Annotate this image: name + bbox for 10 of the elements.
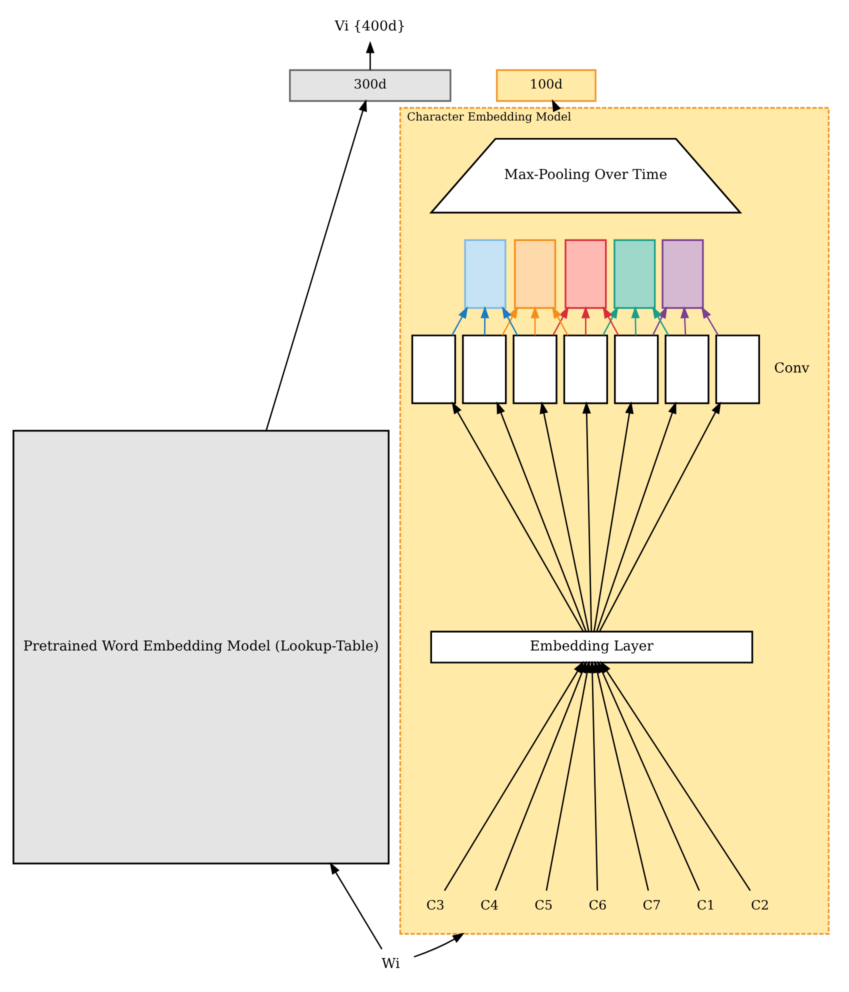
node-text: C7 <box>642 898 661 914</box>
label: Conv <box>774 360 810 377</box>
node-text: Wi <box>382 956 400 972</box>
node-text: C1 <box>696 898 715 914</box>
node-text: C2 <box>750 898 770 914</box>
node-text: C5 <box>534 898 553 914</box>
node-text: C3 <box>426 898 444 914</box>
node-text: C4 <box>480 898 499 914</box>
node-text: Vi {400d} <box>334 18 406 34</box>
node-text: C6 <box>588 898 607 914</box>
